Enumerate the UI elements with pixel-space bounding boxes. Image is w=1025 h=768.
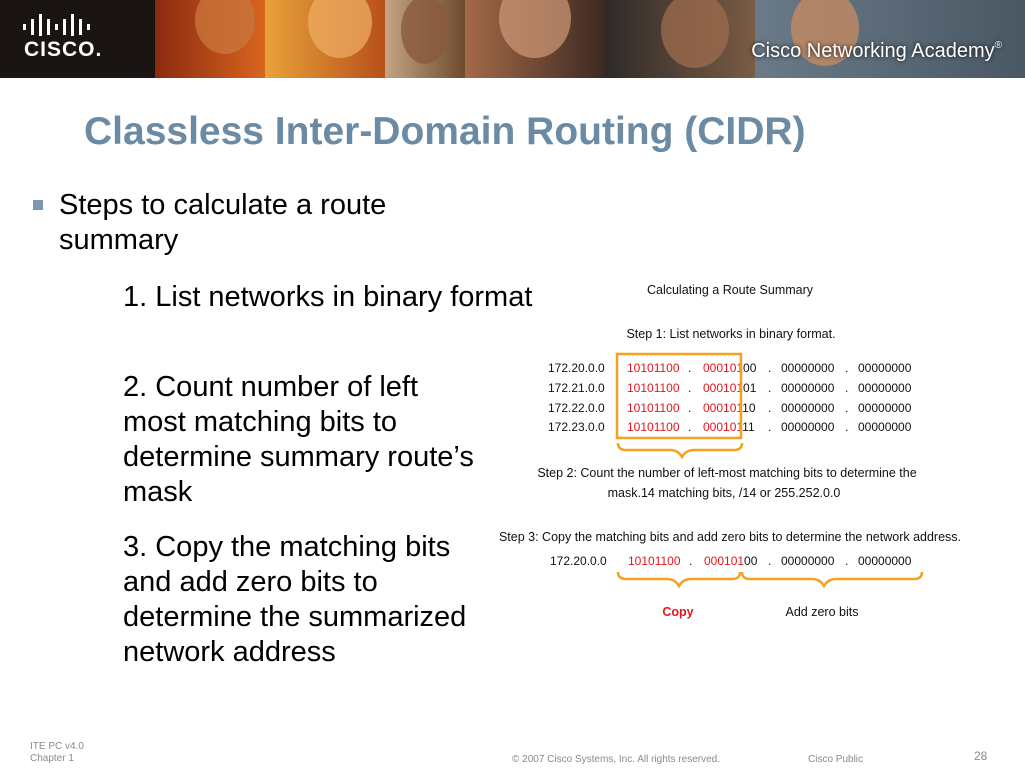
summary-oct4: 00000000 xyxy=(858,554,912,568)
step-3-text: 3. Copy the matching bits and add zero b… xyxy=(123,531,467,668)
network-oct3: 00000000 xyxy=(781,420,835,434)
dot: . xyxy=(768,361,771,375)
network-oct4: 00000000 xyxy=(858,381,912,395)
zero-bits-bracket xyxy=(740,571,924,589)
step-2-text: 2. Count number of left most matching bi… xyxy=(123,371,474,508)
figure-title: Calculating a Route Summary xyxy=(647,283,814,297)
footer-classification: Cisco Public xyxy=(808,754,864,765)
network-row: 172.22.0.0 10101100 . 00010110 . 0000000… xyxy=(548,401,912,415)
network-ip: 172.22.0.0 xyxy=(548,401,605,415)
figure-step2-line1: Step 2: Count the number of left-most ma… xyxy=(537,466,916,480)
matching-bits-box xyxy=(615,352,743,440)
network-oct2: 00010100 xyxy=(703,361,757,375)
network-oct2: 00010110 xyxy=(703,401,756,415)
dot: . xyxy=(688,420,691,434)
body-text: Steps to calculate a route summary 1. Li… xyxy=(30,188,533,708)
network-oct3: 00000000 xyxy=(781,381,835,395)
footer-copyright: © 2007 Cisco Systems, Inc. All rights re… xyxy=(512,754,721,765)
network-row: 172.23.0.0 10101100 . 00010111 . 0000000… xyxy=(548,420,912,434)
dot: . xyxy=(845,554,848,568)
bullet-text: Steps to calculate a route summary xyxy=(59,189,387,256)
oct2-match: 000101 xyxy=(703,361,743,375)
copy-label: Copy xyxy=(662,605,693,619)
network-ip: 172.20.0.0 xyxy=(548,361,605,375)
summary-oct2-match: 000101 xyxy=(704,554,744,568)
network-row: 172.21.0.0 10101100 . 00010101 . 0000000… xyxy=(548,381,912,395)
cisco-bars-icon xyxy=(23,14,90,36)
dot: . xyxy=(689,554,692,568)
matching-bits-bracket xyxy=(616,442,744,460)
summary-oct2: 00010100 xyxy=(704,554,758,568)
dot: . xyxy=(688,401,691,415)
oct2-match: 000101 xyxy=(703,381,743,395)
header-photo-strip xyxy=(155,0,1025,78)
dot: . xyxy=(768,401,771,415)
network-oct3: 00000000 xyxy=(781,401,835,415)
oct2-match: 000101 xyxy=(703,420,743,434)
network-oct4: 00000000 xyxy=(858,420,912,434)
figure-step3-label: Step 3: Copy the matching bits and add z… xyxy=(499,530,961,544)
bullet-square-icon xyxy=(33,200,43,210)
oct2-rest: 11 xyxy=(742,420,755,434)
footer-chapter: Chapter 1 xyxy=(30,753,74,764)
oct2-rest: 10 xyxy=(742,401,756,415)
cisco-logo: CISCO. xyxy=(22,14,102,64)
academy-wordmark: Cisco Networking Academy® xyxy=(751,40,1002,62)
network-oct4: 00000000 xyxy=(858,401,912,415)
footer-course: ITE PC v4.0 Chapter 1 xyxy=(30,741,84,765)
oct2-rest: 01 xyxy=(743,381,757,395)
summary-row: 172.20.0.0 10101100 . 00010100 . 0000000… xyxy=(550,554,912,568)
dot: . xyxy=(688,361,691,375)
dot: . xyxy=(845,420,848,434)
network-rows: 172.20.0.0 10101100 . 00010100 . 0000000… xyxy=(548,361,912,434)
dot: . xyxy=(768,554,771,568)
network-ip: 172.23.0.0 xyxy=(548,420,605,434)
dot: . xyxy=(845,361,848,375)
network-ip: 172.21.0.0 xyxy=(548,381,605,395)
figure-step1-label: Step 1: List networks in binary format. xyxy=(626,327,835,341)
dot: . xyxy=(768,420,771,434)
oct2-rest: 00 xyxy=(743,361,757,375)
step-1-text: 1. List networks in binary format xyxy=(123,281,533,313)
network-oct1: 10101100 xyxy=(627,420,680,434)
network-oct1: 10101100 xyxy=(627,401,680,415)
figure-step2-line2: mask.14 matching bits, /14 or 255.252.0.… xyxy=(608,486,841,500)
header-banner: CISCO. Cisco Networking Academy® xyxy=(0,0,1025,78)
page-number: 28 xyxy=(974,749,988,763)
footer-version: ITE PC v4.0 xyxy=(30,741,84,752)
cisco-logo-text: CISCO. xyxy=(24,38,103,61)
zero-bits-label: Add zero bits xyxy=(786,605,859,619)
summary-oct3: 00000000 xyxy=(781,554,835,568)
dot: . xyxy=(845,381,848,395)
route-summary-figure: Calculating a Route Summary Step 1: List… xyxy=(499,283,961,619)
oct2-match: 000101 xyxy=(703,401,743,415)
dot: . xyxy=(768,381,771,395)
slide-title: Classless Inter-Domain Routing (CIDR) xyxy=(84,110,806,153)
dot: . xyxy=(845,401,848,415)
copy-bracket xyxy=(616,571,742,589)
summary-oct2-rest: 00 xyxy=(744,554,758,568)
network-oct1: 10101100 xyxy=(627,381,680,395)
network-row: 172.20.0.0 10101100 . 00010100 . 0000000… xyxy=(548,361,912,375)
network-oct4: 00000000 xyxy=(858,361,912,375)
network-oct2: 00010101 xyxy=(703,381,757,395)
network-oct3: 00000000 xyxy=(781,361,835,375)
network-oct2: 00010111 xyxy=(703,420,755,434)
summary-oct1: 10101100 xyxy=(628,554,681,568)
dot: . xyxy=(688,381,691,395)
summary-ip: 172.20.0.0 xyxy=(550,554,607,568)
network-oct1: 10101100 xyxy=(627,361,680,375)
